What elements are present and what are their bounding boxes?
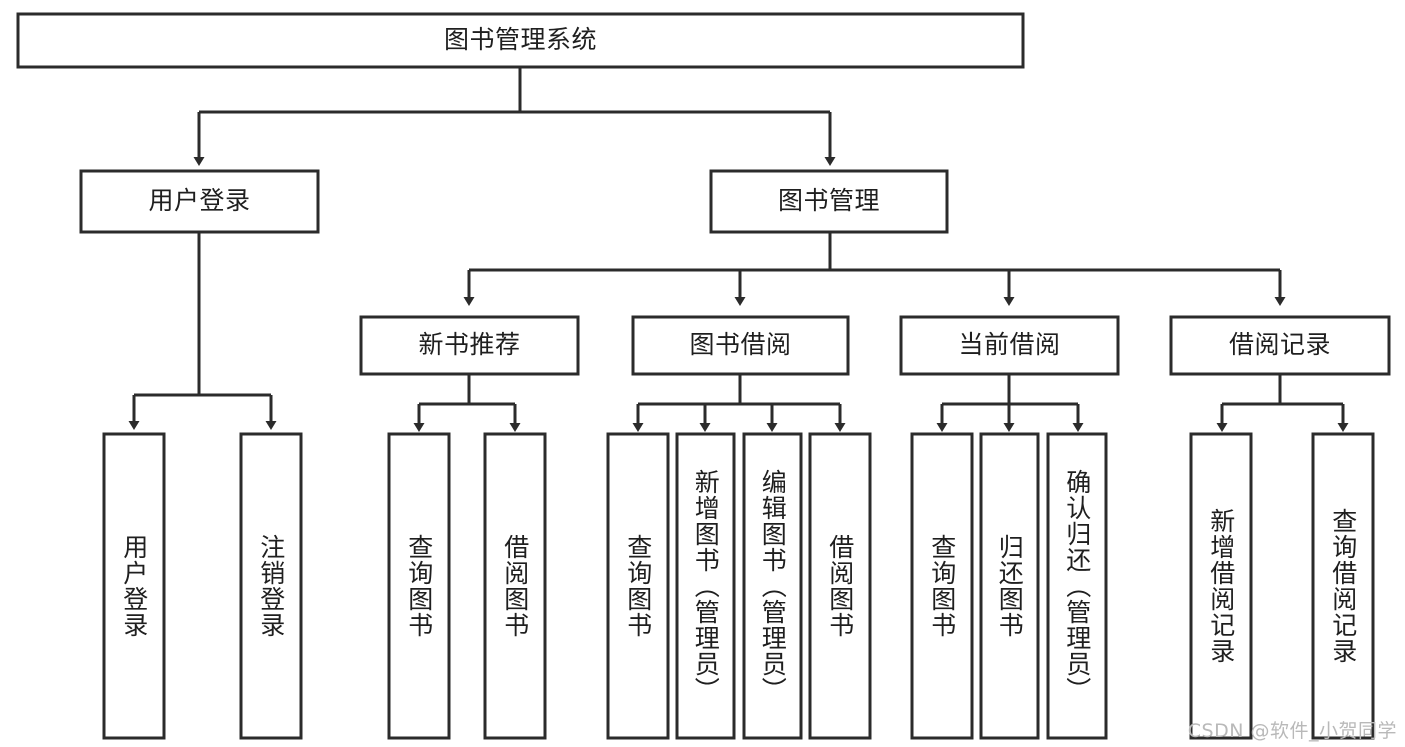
node-user-login[interactable]	[79, 169, 320, 234]
leaf-box-user-login-0[interactable]	[102, 432, 166, 740]
node-borrow-record[interactable]	[1169, 315, 1391, 376]
node-current-borrow[interactable]	[899, 315, 1120, 376]
leaf-box-current-borrow-2[interactable]	[1046, 432, 1108, 740]
leaf-box-book-borrow-2[interactable]	[742, 432, 803, 740]
leaf-box-book-borrow-1[interactable]	[675, 432, 736, 740]
node-book-management[interactable]	[709, 169, 949, 234]
leaf-box-user-login-1[interactable]	[239, 432, 303, 740]
leaf-box-current-borrow-0[interactable]	[910, 432, 974, 740]
leaf-box-borrow-record-0[interactable]	[1189, 432, 1253, 740]
node-book-borrow[interactable]	[631, 315, 850, 376]
leaf-box-new-book-0[interactable]	[387, 432, 451, 740]
leaf-box-new-book-1[interactable]	[483, 432, 547, 740]
leaf-box-book-borrow-3[interactable]	[808, 432, 872, 740]
node-new-book-recommend[interactable]	[359, 315, 580, 376]
leaf-box-book-borrow-0[interactable]	[606, 432, 670, 740]
leaf-box-current-borrow-1[interactable]	[979, 432, 1040, 740]
node-root[interactable]	[16, 12, 1025, 69]
leaf-box-borrow-record-1[interactable]	[1311, 432, 1375, 740]
